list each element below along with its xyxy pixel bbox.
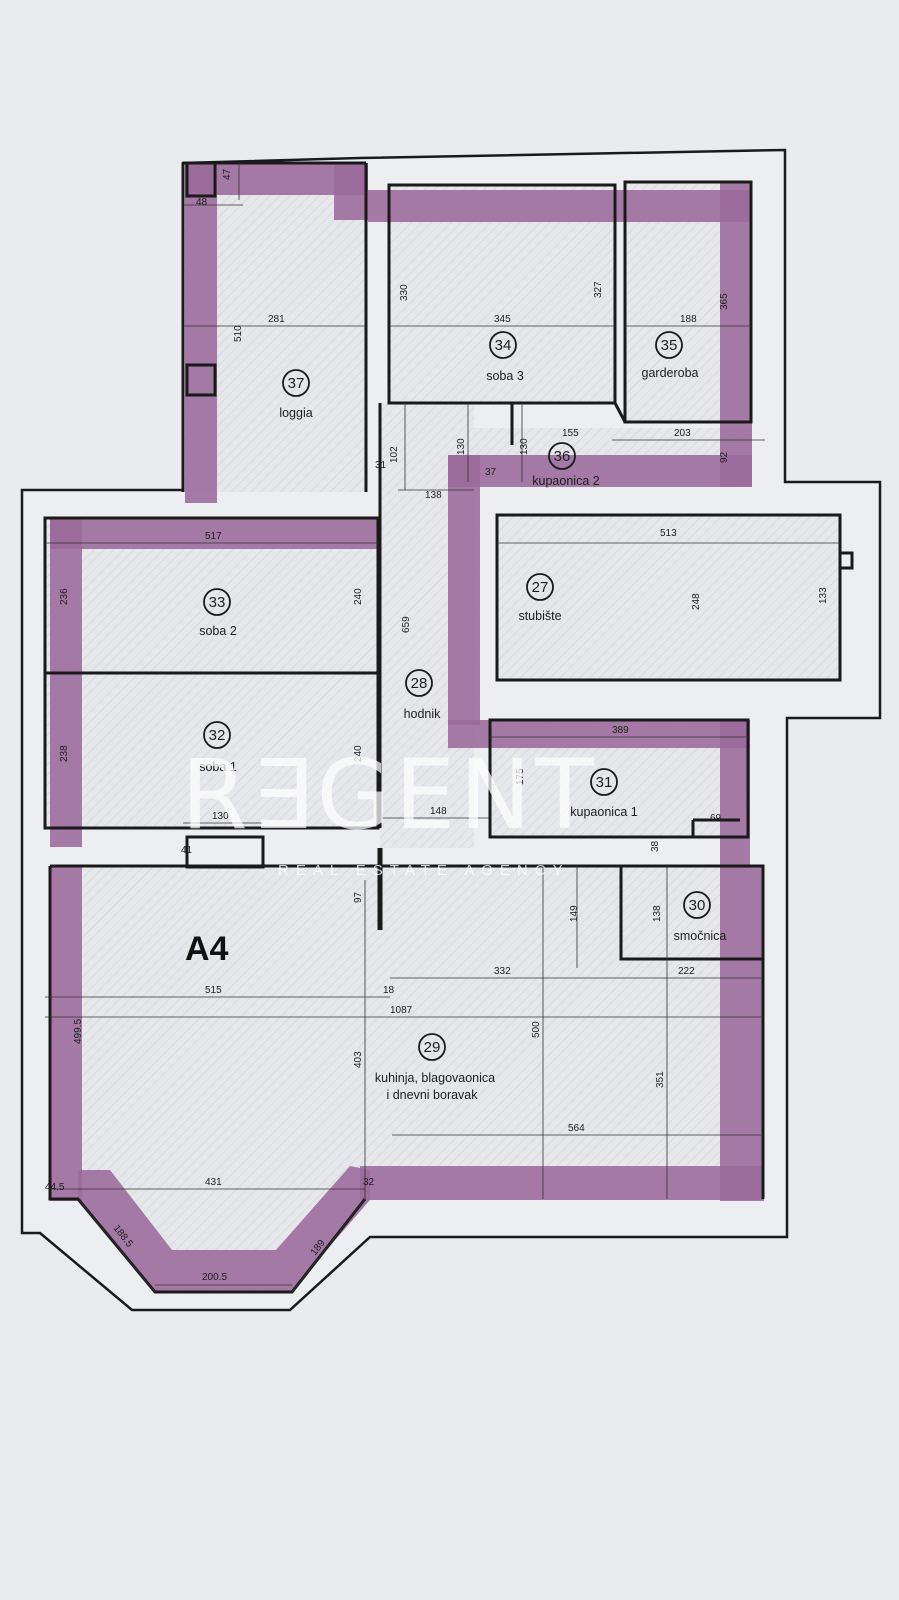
dim-564: 564	[568, 1123, 585, 1134]
dimension-labels: 47 48 281 510 345 330 327 188 365 155 20…	[45, 168, 829, 1283]
dim-97: 97	[353, 891, 364, 903]
room-name: stubište	[518, 609, 561, 623]
room-name: soba 2	[199, 624, 237, 638]
dim-1087: 1087	[390, 1005, 413, 1016]
dim-200-5: 200.5	[202, 1272, 227, 1283]
dim-330: 330	[399, 284, 410, 301]
dim-332: 332	[494, 966, 511, 977]
room-37-loggia: 37 loggia	[279, 369, 313, 420]
dim-431: 431	[205, 1177, 222, 1188]
dimension-lines	[45, 163, 840, 1293]
dim-389: 389	[612, 725, 629, 736]
room-number: 27	[532, 579, 549, 596]
room-27-stubiste: 27 stubište	[518, 573, 562, 623]
dim-37: 37	[485, 467, 497, 478]
dim-47: 47	[222, 168, 233, 180]
dim-517: 517	[205, 531, 222, 542]
dim-222: 222	[678, 966, 695, 977]
room-name: smočnica	[674, 929, 727, 943]
room-name: soba 1	[199, 760, 237, 774]
dim-510: 510	[233, 325, 244, 342]
dim-130b: 130	[519, 438, 530, 455]
room-number: 34	[495, 337, 512, 354]
watermark: R∃GENT REAL ESTATE AGENCY	[181, 739, 598, 879]
dim-240b: 240	[353, 745, 364, 762]
dim-327: 327	[593, 281, 604, 298]
room-name: soba 3	[486, 369, 524, 383]
room-34-soba-3: 34 soba 3	[486, 331, 524, 383]
room-36-kupaonica-2: 36 kupaonica 2	[532, 442, 600, 488]
dim-138a: 138	[425, 490, 442, 501]
dim-659: 659	[401, 616, 412, 633]
floor-stubiste	[497, 515, 840, 680]
dim-188: 188	[680, 314, 697, 325]
dim-32: 32	[363, 1177, 375, 1188]
dim-148: 148	[430, 806, 447, 817]
dim-102: 102	[389, 446, 400, 463]
room-number: 28	[411, 675, 428, 692]
watermark-logo: R∃GENT	[181, 739, 598, 851]
dim-155: 155	[562, 428, 579, 439]
dim-403: 403	[353, 1051, 364, 1068]
room-name-line2: i dnevni boravak	[386, 1088, 478, 1102]
dim-248: 248	[691, 593, 702, 610]
room-number: 33	[209, 594, 226, 611]
dim-149: 149	[569, 905, 580, 922]
room-number: 32	[209, 727, 226, 744]
room-name: hodnik	[404, 707, 442, 721]
dim-92: 92	[719, 451, 730, 463]
dim-38: 38	[650, 840, 661, 852]
dim-138b: 138	[652, 905, 663, 922]
dim-130a: 130	[456, 438, 467, 455]
room-number: 37	[288, 375, 305, 392]
dim-203: 203	[674, 428, 691, 439]
floor-soba-1	[45, 673, 378, 828]
room-name: garderoba	[642, 366, 699, 380]
dim-44-5: 44.5	[45, 1182, 65, 1193]
dim-238: 238	[59, 745, 70, 762]
room-29-living: 29 kuhinja, blagovaonica i dnevni borava…	[375, 1033, 495, 1102]
room-33-soba-2: 33 soba 2	[199, 588, 237, 638]
dim-41: 41	[181, 845, 193, 856]
dim-133: 133	[818, 587, 829, 604]
room-number: 35	[661, 337, 678, 354]
room-30-smocnica: 30 smočnica	[674, 891, 727, 943]
room-number: 29	[424, 1039, 441, 1056]
dim-513: 513	[660, 528, 677, 539]
unit-label: A4	[185, 930, 229, 968]
dim-351: 351	[655, 1071, 666, 1088]
dim-31: 31	[375, 460, 387, 471]
room-number: 31	[596, 774, 613, 791]
dim-500: 500	[531, 1021, 542, 1038]
dim-130c: 130	[212, 811, 229, 822]
room-name: loggia	[279, 406, 312, 420]
room-labels: 37 loggia 34 soba 3 35 garderoba 36 kupa…	[199, 331, 727, 1102]
room-name: kupaonica 2	[532, 474, 599, 488]
room-32-soba-1: 32 soba 1	[199, 721, 237, 774]
dim-18: 18	[383, 985, 395, 996]
dim-281: 281	[268, 314, 285, 325]
room-28-hodnik: 28 hodnik	[404, 669, 442, 721]
dim-48: 48	[196, 197, 208, 208]
dim-499-5: 499.5	[73, 1019, 84, 1044]
watermark-tagline: REAL ESTATE AGENCY	[278, 862, 570, 879]
room-35-garderoba: 35 garderoba	[642, 331, 699, 380]
dim-345: 345	[494, 314, 511, 325]
interior-walls	[43, 161, 854, 1294]
room-31-kupaonica-1: 31 kupaonica 1	[570, 768, 638, 819]
dim-69: 69	[710, 813, 722, 824]
dim-365: 365	[719, 293, 730, 310]
dim-240a: 240	[353, 588, 364, 605]
room-name: kupaonica 1	[570, 805, 637, 819]
dim-236: 236	[59, 588, 70, 605]
dim-515: 515	[205, 985, 222, 996]
purple-wall-band	[50, 163, 764, 1292]
room-name: kuhinja, blagovaonica	[375, 1071, 495, 1085]
dim-175: 175	[515, 768, 526, 785]
room-number: 36	[554, 448, 571, 465]
room-number: 30	[689, 897, 706, 914]
